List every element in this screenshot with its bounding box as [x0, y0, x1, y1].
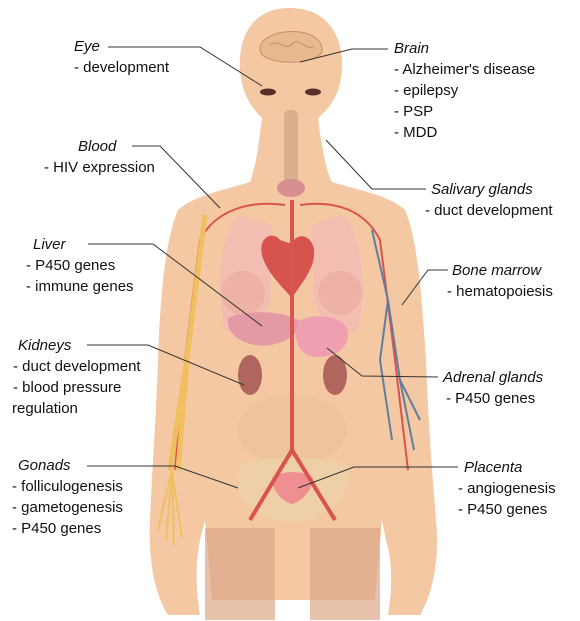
- bone-marrow-title: Bone marrow: [452, 260, 553, 281]
- thyroid: [277, 179, 305, 197]
- kidneys-label: Kidneys - duct development - blood press…: [18, 335, 141, 419]
- brain-item: - PSP: [394, 101, 535, 122]
- kidneys-item: regulation: [12, 398, 141, 419]
- placenta-item: - P450 genes: [458, 499, 556, 520]
- gonads-item: - gametogenesis: [12, 497, 123, 518]
- bone-marrow-label: Bone marrow - hematopoiesis: [452, 260, 553, 302]
- adrenal-item: - P450 genes: [446, 388, 543, 409]
- placenta-item: - angiogenesis: [458, 478, 556, 499]
- placenta-label: Placenta - angiogenesis - P450 genes: [464, 457, 556, 520]
- brain-item: - Alzheimer's disease: [394, 59, 535, 80]
- adrenal-label: Adrenal glands - P450 genes: [443, 367, 543, 409]
- eye-item: - development: [74, 57, 169, 78]
- brain-title: Brain: [394, 38, 535, 59]
- right-breast-gland: [318, 271, 362, 315]
- placenta-title: Placenta: [464, 457, 556, 478]
- trachea: [284, 110, 298, 185]
- kidneys-item: - duct development: [13, 356, 141, 377]
- left-kidney: [238, 355, 262, 395]
- left-thigh-muscle: [205, 528, 275, 620]
- salivary-label: Salivary glands - duct development: [431, 179, 553, 221]
- liver-item: - immune genes: [26, 276, 134, 297]
- salivary-title: Salivary glands: [431, 179, 553, 200]
- blood-label: Blood - HIV expression: [78, 136, 155, 178]
- blood-item: - HIV expression: [44, 157, 155, 178]
- salivary-leader: [326, 140, 426, 189]
- kidneys-title: Kidneys: [18, 335, 141, 356]
- right-thigh-muscle: [310, 528, 380, 620]
- gonads-label: Gonads - folliculogenesis - gametogenesi…: [18, 455, 123, 539]
- left-breast-gland: [221, 271, 265, 315]
- brain-item: - epilepsy: [394, 80, 535, 101]
- gonads-item: - P450 genes: [12, 518, 123, 539]
- gonads-title: Gonads: [18, 455, 123, 476]
- left-eye: [260, 89, 276, 96]
- eye-title: Eye: [74, 36, 169, 57]
- blood-title: Blood: [78, 136, 155, 157]
- right-eye: [305, 89, 321, 96]
- kidneys-item: - blood pressure: [13, 377, 141, 398]
- adrenal-title: Adrenal glands: [443, 367, 543, 388]
- eye-label: Eye - development: [74, 36, 169, 78]
- brain-label: Brain - Alzheimer's disease - epilepsy -…: [394, 38, 535, 143]
- liver-item: - P450 genes: [26, 255, 134, 276]
- gonads-item: - folliculogenesis: [12, 476, 123, 497]
- brain-item: - MDD: [394, 122, 535, 143]
- salivary-item: - duct development: [425, 200, 553, 221]
- liver-label: Liver - P450 genes - immune genes: [33, 234, 134, 297]
- liver-title: Liver: [33, 234, 134, 255]
- bone-marrow-item: - hematopoiesis: [447, 281, 553, 302]
